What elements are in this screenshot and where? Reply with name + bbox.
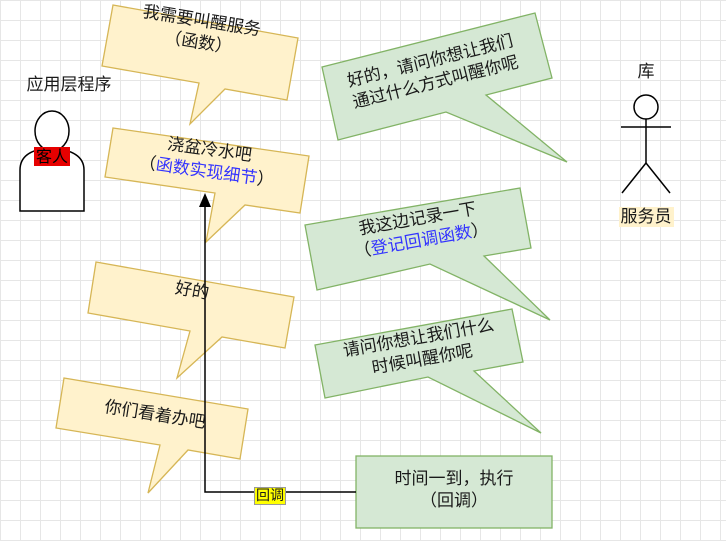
need-wakeup-bubble [101,4,299,127]
when-wakeup-bubble [314,308,542,434]
server-actor-icon [621,94,671,194]
server-tag-wrap: 服务员 [606,206,686,228]
client-tag: 客人 [33,147,70,166]
whatever-bubble [55,377,249,494]
client-title: 应用层程序 [26,75,112,95]
callback-arrow [204,205,356,493]
callback-label: 回调 [254,487,286,505]
how-wakeup-bubble [321,12,568,163]
callback-arrowhead [199,193,211,207]
record-paren-close: ） [469,219,491,242]
execute-box [355,455,553,529]
cold-water-bubble [104,127,310,244]
ok-bubble [87,261,295,380]
execute-line1: 时间一到，执行 [394,469,514,489]
record-bubble [304,187,551,321]
execute-text: 时间一到，执行 （回调） [356,468,552,512]
client-actor-head [34,110,70,152]
cold-water-paren-close: ） [255,169,276,192]
client-tag-wrap: 客人 [20,147,84,168]
server-title: 库 [637,62,655,82]
callback-label-wrap: 回调 [250,485,290,505]
server-tag: 服务员 [618,207,674,227]
execute-line2: （回调） [420,491,488,512]
